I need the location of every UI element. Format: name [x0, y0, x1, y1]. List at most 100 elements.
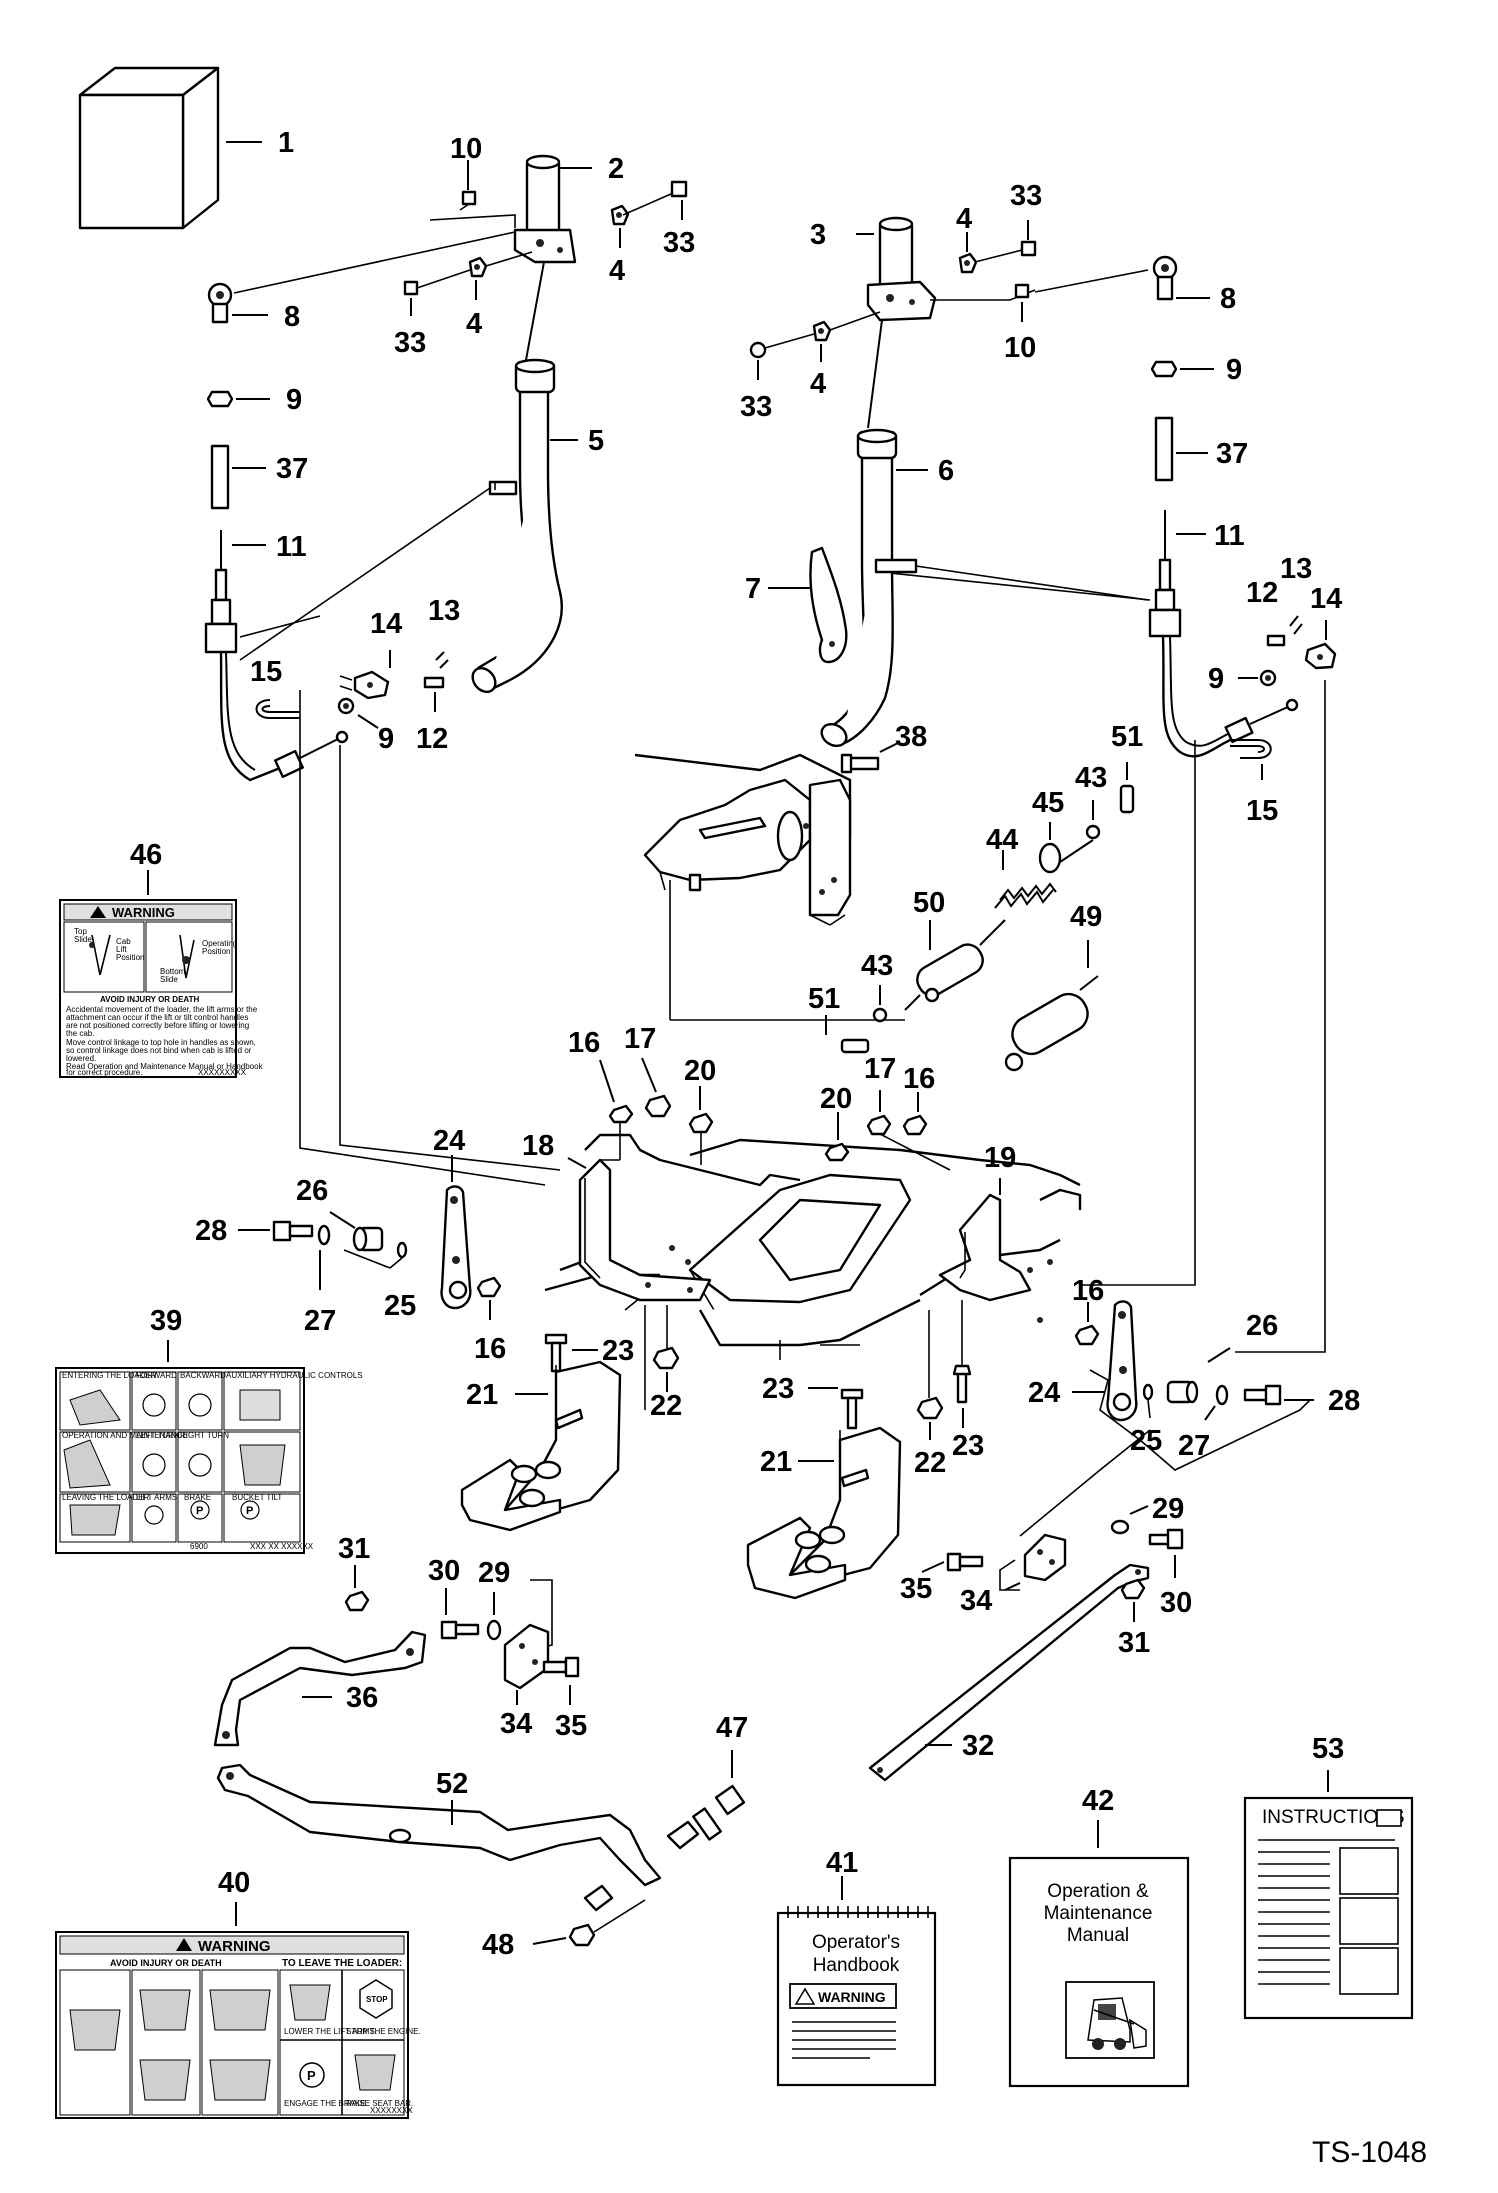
callout-16d: 16	[1072, 1275, 1104, 1307]
part-15-clip-left	[255, 699, 300, 719]
part-29-washer-left	[486, 1619, 502, 1641]
callout-30a: 30	[428, 1555, 460, 1587]
callout-23a: 23	[602, 1335, 634, 1367]
callout-7: 7	[745, 573, 761, 605]
part-16-nut-left-lower	[476, 1276, 502, 1298]
decal-46: WARNING Top Slide Cab Lift Position Oper…	[59, 899, 264, 1078]
callout-23c: 23	[952, 1430, 984, 1462]
svg-text:ENGAGE THE BRAKE.: ENGAGE THE BRAKE.	[284, 2099, 368, 2108]
callout-31a: 31	[338, 1533, 370, 1565]
callout-16c: 16	[474, 1333, 506, 1365]
svg-text:XXXXXXXXX: XXXXXXXXX	[198, 1068, 247, 1077]
part-50-cylinder	[904, 919, 1006, 1011]
part-52-crossbar	[216, 1763, 662, 1887]
part-13-pin-left	[435, 651, 449, 669]
callout-19: 19	[984, 1142, 1016, 1174]
callout-52: 52	[436, 1768, 468, 1800]
part-34-plate-right	[999, 1533, 1067, 1591]
bracket-upper-frame	[634, 753, 905, 1021]
part-9-nut-left-lower	[337, 697, 355, 715]
part-24-lever-left	[440, 1185, 472, 1310]
svg-text:are not positioned correctly b: are not positioned correctly before lift…	[66, 1021, 249, 1030]
part-15-clip-right	[1230, 739, 1272, 759]
callout-14b: 14	[1310, 583, 1342, 615]
callout-21a: 21	[466, 1379, 498, 1411]
callout-46: 46	[130, 839, 162, 871]
callout-3: 3	[810, 219, 826, 251]
callout-16b: 16	[903, 1063, 935, 1095]
callout-15b: 15	[1246, 795, 1278, 827]
svg-text:INSTRUCTIONS: INSTRUCTIONS	[1262, 1807, 1405, 1828]
callout-35b: 35	[900, 1573, 932, 1605]
part-20-nut-a	[688, 1112, 714, 1165]
callout-17b: 17	[864, 1053, 896, 1085]
callout-20b: 20	[820, 1083, 852, 1115]
callout-37b: 37	[1216, 438, 1248, 470]
part-10-bolt-left	[459, 190, 477, 211]
svg-text:Manual: Manual	[1067, 1925, 1129, 1946]
part-51-pin-lower	[840, 1038, 870, 1054]
svg-text:attachment can occur if the li: attachment can occur if the lift or tilt…	[66, 1013, 248, 1022]
svg-text:Top: Top	[74, 927, 87, 936]
svg-text:Slide: Slide	[160, 975, 178, 984]
part-4-nut-right-top	[958, 252, 978, 274]
outline-right-lever	[1089, 1369, 1311, 1471]
part-10-bolt-right	[1014, 283, 1030, 299]
ghost-line-left-outer	[299, 690, 546, 1186]
bracket-34-right-guide	[1019, 1429, 1151, 1537]
callout-40: 40	[218, 1867, 250, 1899]
callout-23b: 23	[762, 1373, 794, 1405]
callout-15a: 15	[250, 656, 282, 688]
callout-2: 2	[608, 153, 624, 185]
decal-46-header: WARNING	[112, 905, 175, 920]
part-23-bolt-right	[952, 1300, 972, 1404]
part-37-sleeve-right	[1154, 416, 1174, 482]
decal-40: WARNING AVOID INJURY OR DEATH TO LEAVE T…	[55, 1931, 421, 2119]
part-31-nut-right	[1120, 1578, 1146, 1600]
callout-4d: 4	[810, 368, 826, 400]
callout-25b: 25	[1130, 1425, 1162, 1457]
part-24-lever-right	[1106, 1300, 1138, 1422]
callout-1: 1	[278, 127, 294, 159]
book-53-instructions: INSTRUCTIONS	[1243, 1796, 1414, 2020]
callout-22a: 22	[650, 1390, 682, 1422]
callout-43b: 43	[861, 950, 893, 982]
part-22-nut-right	[916, 1310, 944, 1420]
part-7-pad	[809, 546, 848, 664]
callout-5: 5	[588, 425, 604, 457]
svg-text:Handbook: Handbook	[813, 1955, 900, 1976]
part-8-rod-end-right	[1034, 255, 1178, 301]
part-16-nut-right-lower	[1074, 1324, 1100, 1346]
svg-text:Lift: Lift	[116, 945, 127, 954]
part-37-sleeve-left	[210, 444, 230, 510]
callout-4a: 4	[609, 255, 625, 287]
svg-text:the cab.: the cab.	[66, 1029, 94, 1038]
callout-27a: 27	[304, 1305, 336, 1337]
svg-text:lowered.: lowered.	[66, 1054, 96, 1063]
callout-36: 36	[346, 1682, 378, 1714]
part-4-nut-lower	[468, 251, 533, 278]
part-28-bolt-right	[1243, 1384, 1282, 1406]
part-12-pin-left	[423, 676, 445, 689]
figure-id: TS-1048	[1312, 2136, 1427, 2169]
svg-text:BUCKET TILT: BUCKET TILT	[232, 1493, 282, 1502]
callout-42: 42	[1082, 1785, 1114, 1817]
part-49-damper	[1004, 975, 1099, 1072]
part-34-plate-left	[503, 1623, 550, 1690]
svg-text:STOP THE ENGINE.: STOP THE ENGINE.	[346, 2027, 421, 2036]
callout-22b: 22	[914, 1447, 946, 1479]
svg-text:Maintenance: Maintenance	[1044, 1903, 1153, 1924]
part-27-washer-left	[317, 1224, 331, 1246]
svg-text:Read Operation and Maintenance: Read Operation and Maintenance Manual or…	[66, 1062, 264, 1071]
part-4-nut-right-lower	[812, 311, 881, 342]
callout-39: 39	[150, 1305, 182, 1337]
svg-text:for correct procedure.: for correct procedure.	[66, 1068, 142, 1077]
callout-12b: 12	[1246, 577, 1278, 609]
callout-24b: 24	[1028, 1377, 1060, 1409]
svg-text:BACKWARD: BACKWARD	[180, 1371, 226, 1380]
part-30-bolt-right	[1148, 1528, 1184, 1550]
svg-text:P: P	[246, 1505, 253, 1517]
callout-9c: 9	[1226, 354, 1242, 386]
callout-50: 50	[913, 887, 945, 919]
